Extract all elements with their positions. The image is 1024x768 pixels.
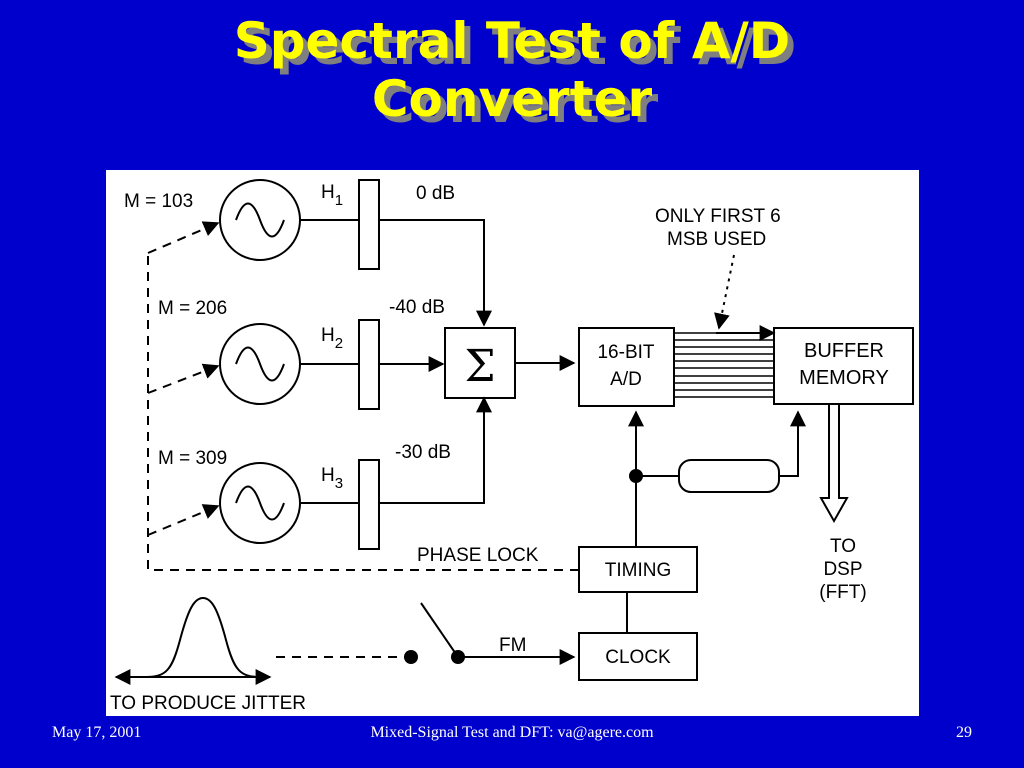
wire-delay-buffer	[779, 410, 806, 477]
buffer-memory-block	[773, 327, 914, 405]
buffer-label-line1: BUFFER	[804, 340, 884, 362]
source-3	[219, 396, 492, 550]
source-2-level: -40 dB	[389, 297, 445, 318]
output-label-line1: TO	[830, 536, 856, 557]
filter-h1	[358, 179, 380, 270]
footer-page-number: 29	[956, 724, 972, 741]
gaussian-pulse-icon	[145, 596, 261, 678]
phase-lock-lines	[147, 221, 579, 571]
adc-label-line1: 16-BIT	[597, 342, 654, 363]
filter-h2-label: H2	[321, 325, 343, 352]
msb-note-line2: MSB USED	[667, 229, 766, 250]
source-2	[219, 319, 445, 410]
filter-h2	[358, 319, 380, 410]
output-arrow	[819, 404, 849, 524]
msb-note-line1: ONLY FIRST 6	[655, 206, 781, 227]
clock-label: CLOCK	[605, 647, 671, 668]
output-label-line2: DSP	[823, 559, 862, 580]
buffer-label-line2: MEMORY	[799, 367, 889, 389]
source-1	[219, 179, 492, 327]
filter-h3	[358, 459, 380, 550]
phase-lock-label: PHASE LOCK	[417, 545, 539, 566]
switch-contact-1	[404, 650, 418, 664]
adc-block	[578, 327, 675, 407]
fm-label: FM	[499, 635, 526, 656]
sine-wave-icon	[219, 323, 301, 405]
wire-filter3-sum	[379, 396, 492, 504]
title-line-1: Spectral Test of A/D	[233, 12, 791, 70]
footer-date: May 17, 2001	[52, 724, 142, 741]
summer-symbol: Σ	[464, 341, 495, 392]
block-diagram: M = 103 H1 0 dB M = 206 H2 -40 dB M = 30…	[110, 179, 914, 714]
switch-icon	[420, 602, 459, 658]
junction-dot	[629, 469, 643, 483]
filter-h1-label: H1	[321, 182, 343, 209]
wire-filter1-sum	[379, 219, 492, 327]
jitter-label: TO PRODUCE JITTER	[110, 693, 306, 714]
msb-note-arrow	[714, 254, 735, 330]
slide-title: Spectral Test of A/D Converter	[0, 12, 1024, 128]
clock-block	[578, 632, 698, 681]
switch-contact-2	[451, 650, 465, 664]
data-bus-lines	[674, 332, 774, 398]
delay-line-icon	[678, 459, 780, 493]
title-line-2: Converter	[371, 70, 653, 128]
source-3-level: -30 dB	[395, 442, 451, 463]
timing-block	[578, 546, 698, 593]
source-1-m-label: M = 103	[124, 191, 193, 212]
timing-label: TIMING	[605, 560, 672, 581]
footer-center-text: Mixed-Signal Test and DFT: va@agere.com	[370, 724, 654, 741]
block-diagram-panel: M = 103 H1 0 dB M = 206 H2 -40 dB M = 30…	[106, 170, 919, 716]
output-label-line3: (FFT)	[819, 582, 866, 603]
source-3-m-label: M = 309	[158, 448, 227, 469]
source-1-level: 0 dB	[416, 183, 455, 204]
source-2-m-label: M = 206	[158, 298, 227, 319]
sine-wave-icon	[219, 179, 301, 261]
filter-h3-label: H3	[321, 465, 343, 492]
adc-label-line2: A/D	[610, 369, 642, 390]
sine-wave-icon	[219, 462, 301, 544]
